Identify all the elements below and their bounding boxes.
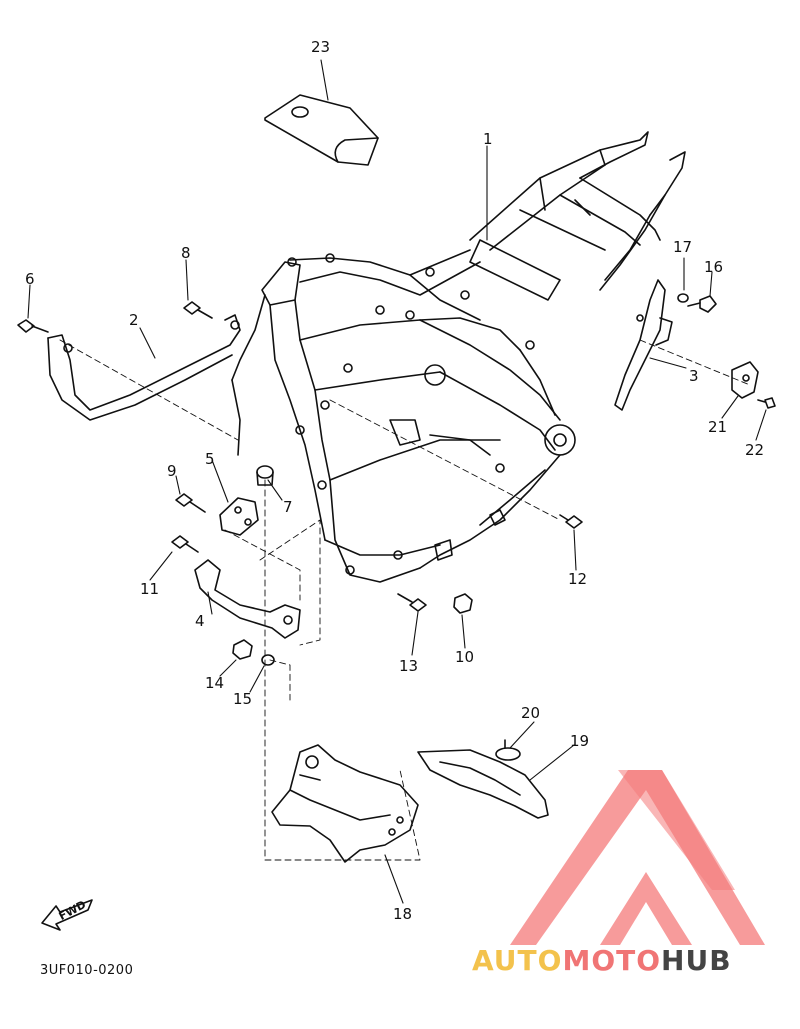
callout-8: 8 [181,244,191,262]
part-14-nut [232,639,253,660]
callout-22: 22 [745,441,765,459]
callout-4: 4 [195,612,205,630]
diagram-code: 3UF010-0200 [40,963,134,978]
callout-7: 7 [283,498,293,516]
callout-19: 19 [570,732,590,750]
callout-9: 9 [167,462,177,480]
part-11-bolt [171,535,199,553]
callout-5: 5 [205,450,215,468]
callout-11: 11 [140,580,160,598]
part-17-washer [677,293,689,303]
part-3-bracket [614,279,673,411]
brand-wordmark: AUTOMOTOHUB [472,944,732,977]
part-18-cover [271,744,419,863]
part-6-bolt [17,319,49,333]
callout-12: 12 [568,570,588,588]
part-16-bolt [687,295,717,313]
brand-part-moto: MOTO [562,944,662,977]
part-21-block [731,361,759,399]
callout-21: 21 [708,418,728,436]
callout-2: 2 [129,311,139,329]
leader-lines [27,59,767,904]
part-5-plate [219,497,259,536]
callout-18: 18 [393,905,413,923]
callout-16: 16 [704,258,724,276]
callout-10: 10 [455,648,475,666]
callout-1: 1 [483,130,493,148]
part-12-bolt [559,514,583,529]
callout-14: 14 [205,674,225,692]
part-10-nut [453,593,473,614]
brand-part-hub: HUB [661,944,732,977]
brand-part-auto: AUTO [472,944,563,977]
part-2-bracket [47,314,241,421]
watermark-triangle-logo [510,770,765,945]
part-8-bolt [183,301,213,319]
part-22-screw [757,397,776,409]
callout-3: 3 [689,367,699,385]
part-20-grommet [495,739,521,761]
part-19-cover [417,749,549,819]
fwd-arrow [41,899,93,931]
part-23-pad [264,94,379,166]
callout-13: 13 [399,657,419,675]
part-4-bracket [194,559,301,639]
callout-6: 6 [25,270,35,288]
alignment-lines [59,339,751,861]
callout-23: 23 [311,38,331,56]
part-13-bolt [397,593,427,612]
callout-20: 20 [521,704,541,722]
part-15-washer [261,654,275,666]
part-1-frame [231,131,686,583]
callout-17: 17 [673,238,693,256]
callout-15: 15 [233,690,253,708]
part-9-bolt [175,493,206,513]
